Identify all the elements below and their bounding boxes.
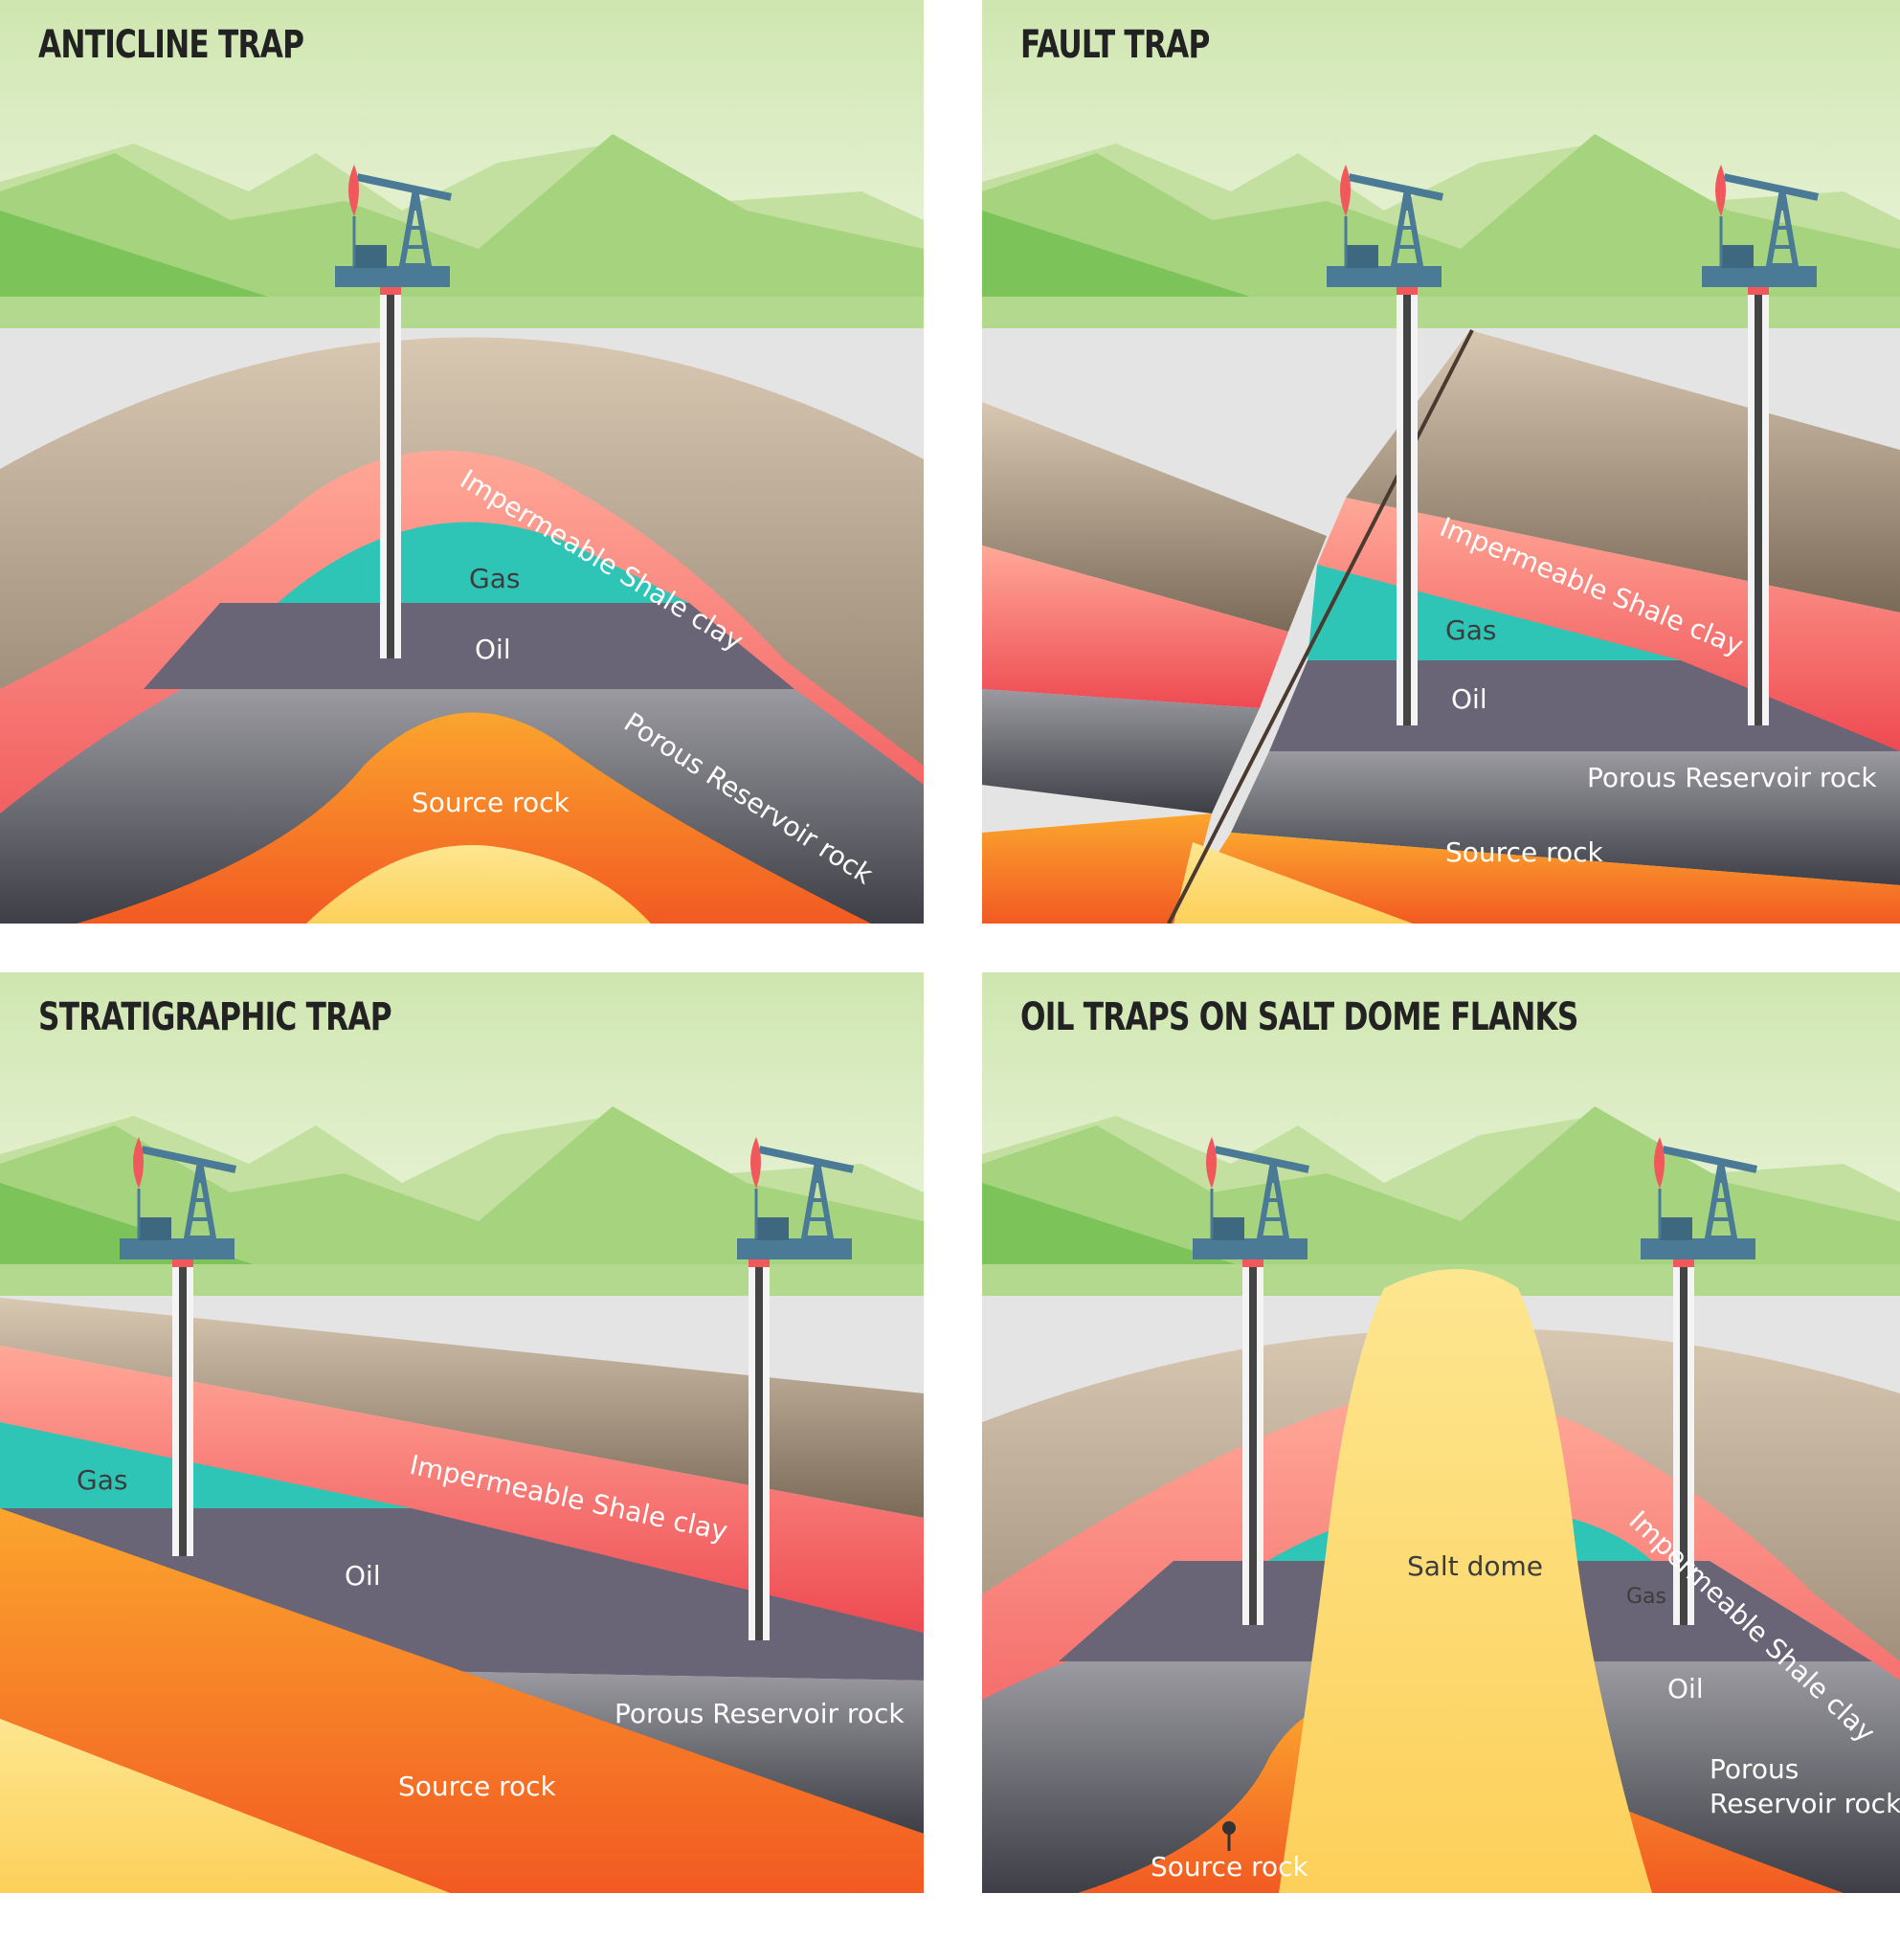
oil-label: Oil xyxy=(345,1560,381,1592)
reservoir-label: Porous Reservoir rock xyxy=(1587,762,1877,793)
source-label: Source rock xyxy=(1445,836,1603,868)
stratigraphic-diagram xyxy=(0,972,924,1893)
gas-label: Gas xyxy=(469,563,521,594)
oil-label: Oil xyxy=(475,634,511,665)
fault-diagram xyxy=(982,0,1900,924)
panel-anticline-trap: ANTICLINE TRAP Impermeable Shale clay Ga… xyxy=(0,0,924,924)
source-label: Source rock xyxy=(1151,1851,1308,1882)
source-label: Source rock xyxy=(412,787,570,818)
anticline-diagram xyxy=(0,0,924,924)
source-label: Source rock xyxy=(398,1771,556,1802)
oil-label: Oil xyxy=(1667,1673,1704,1704)
panel-title: STRATIGRAPHIC TRAP xyxy=(38,995,392,1039)
panel-title: FAULT TRAP xyxy=(1020,23,1210,67)
panel-fault-trap: FAULT TRAP Impermeable Shale clay Gas Oi… xyxy=(982,0,1900,924)
panel-salt-dome-trap: OIL TRAPS ON SALT DOME FLANKS Salt dome … xyxy=(982,972,1900,1893)
panel-stratigraphic-trap: STRATIGRAPHIC TRAP Gas Impermeable Shale… xyxy=(0,972,924,1893)
gas-label: Gas xyxy=(77,1464,128,1496)
panel-title: OIL TRAPS ON SALT DOME FLANKS xyxy=(1020,995,1578,1039)
reservoir-label-line2: Reservoir rock xyxy=(1710,1788,1900,1819)
salt-dome-diagram xyxy=(982,972,1900,1893)
panel-title: ANTICLINE TRAP xyxy=(38,23,304,67)
oil-label: Oil xyxy=(1451,683,1487,715)
reservoir-label: Porous Reservoir rock xyxy=(615,1698,905,1729)
salt-dome-label: Salt dome xyxy=(1407,1550,1543,1582)
gas-label: Gas xyxy=(1626,1585,1666,1609)
gas-label: Gas xyxy=(1445,614,1497,646)
reservoir-label-line1: Porous xyxy=(1710,1753,1799,1785)
